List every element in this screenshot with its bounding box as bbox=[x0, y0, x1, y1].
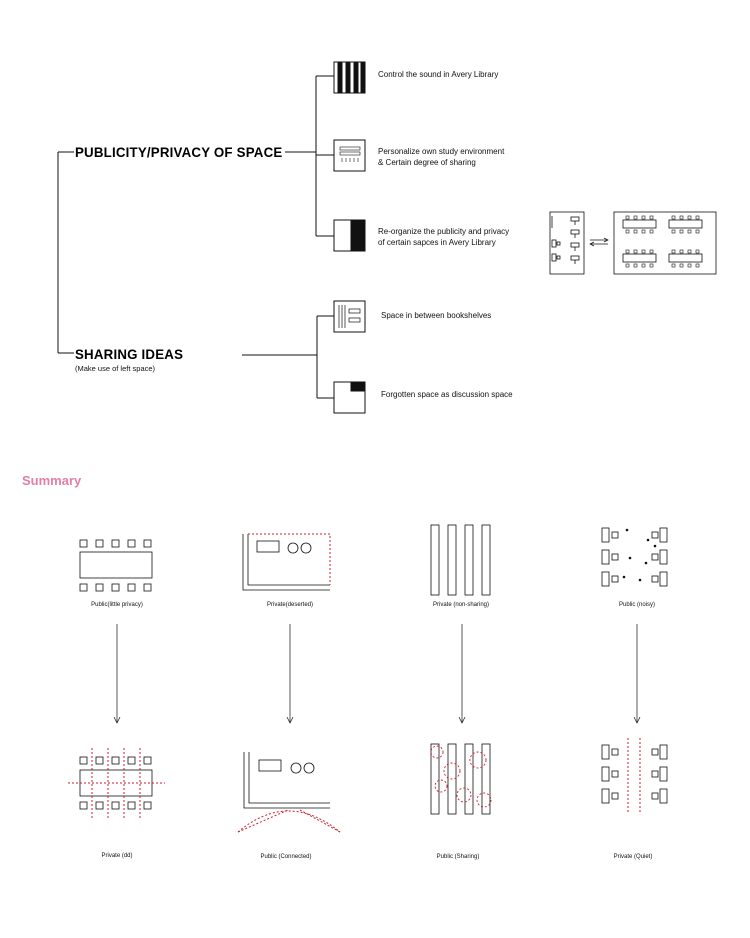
summary-caption-before: Public(little privacy) bbox=[91, 602, 143, 608]
sharing-ideas-title: SHARING IDEAS bbox=[75, 346, 184, 362]
item-personalize-label-line2: & Certain degree of sharing bbox=[378, 158, 476, 167]
summary-caption-before: Private (non-sharing) bbox=[432, 602, 490, 608]
corner-connected-diagram bbox=[237, 752, 341, 833]
half-black-square-icon bbox=[333, 219, 366, 252]
item-forgotten-space-label: Forgotten space as discussion space bbox=[381, 390, 513, 399]
item-personalize-label-line1: Personalize own study environment bbox=[378, 147, 505, 156]
carrel-desk bbox=[570, 216, 580, 264]
item-sound-control-label: Control the sound in Avery Library bbox=[378, 70, 499, 79]
summary-caption-before: Public (noisy) bbox=[618, 602, 655, 608]
bookshelf-gap-icon bbox=[333, 300, 366, 333]
down-arrow bbox=[633, 624, 641, 724]
sharing-ideas-note: (Make use of left space) bbox=[75, 364, 156, 373]
corner-square-icon bbox=[333, 381, 366, 414]
summary-heading: Summary bbox=[22, 473, 82, 488]
noisy-seating-diagram bbox=[601, 527, 668, 587]
table-public-diagram bbox=[79, 539, 153, 592]
summary-caption-after: Public (Connected) bbox=[260, 854, 312, 860]
item-reorganize-label-line1: Re-organize the publicity and privacy bbox=[378, 227, 510, 236]
vertical-stripes-icon bbox=[333, 61, 366, 94]
item-bookshelves-label: Space in between bookshelves bbox=[381, 311, 492, 320]
summary-caption-after: Private (dd) bbox=[101, 853, 133, 859]
summary-caption-after: Public (Sharing) bbox=[436, 854, 480, 860]
exchange-arrows bbox=[589, 237, 609, 247]
study-panel-icon bbox=[333, 139, 366, 172]
floor-plan-after bbox=[613, 211, 717, 275]
floor-plan-before bbox=[549, 211, 585, 275]
publicity-privacy-title: PUBLICITY/PRIVACY OF SPACE bbox=[75, 144, 283, 160]
corner-deserted-diagram bbox=[242, 533, 331, 591]
table-private-diagram bbox=[68, 748, 165, 820]
summary-caption-before: Private(deserted) bbox=[266, 602, 314, 608]
item-reorganize-label-line2: of certain sapces in Avery Library bbox=[378, 238, 496, 247]
tree-connectors bbox=[57, 75, 334, 399]
down-arrow bbox=[458, 624, 466, 724]
quiet-seating-diagram bbox=[601, 738, 668, 812]
bookshelves-sharing-diagram bbox=[430, 743, 492, 815]
down-arrow bbox=[113, 624, 121, 724]
summary-caption-after: Private (Quiet) bbox=[613, 854, 653, 860]
down-arrow bbox=[286, 624, 294, 724]
bookshelves-diagram bbox=[430, 524, 491, 596]
